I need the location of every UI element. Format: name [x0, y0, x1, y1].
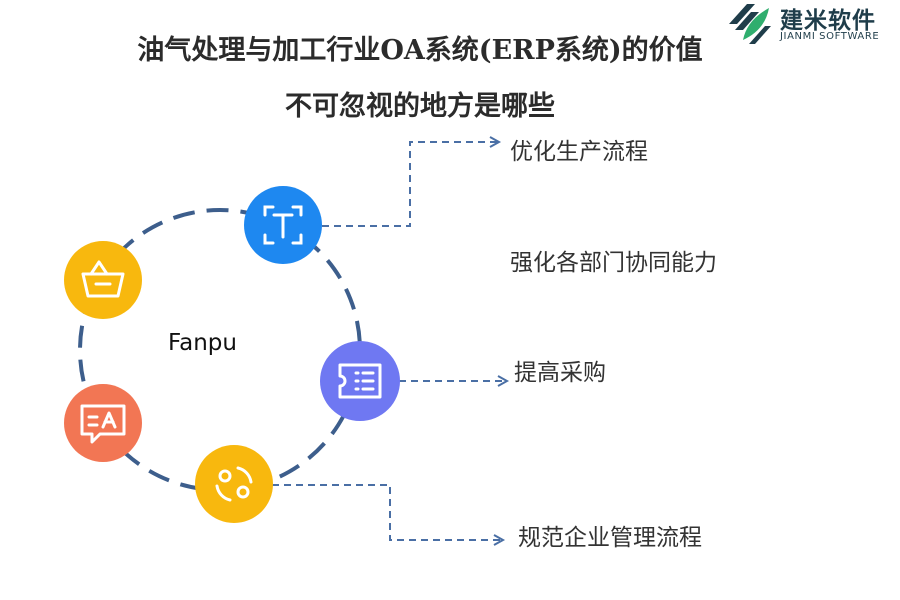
logo-name: 建米软件 — [780, 8, 876, 34]
basket-icon — [81, 260, 125, 298]
arrowhead-1 — [489, 136, 502, 148]
node-improve-purchasing — [320, 341, 400, 421]
value-label-improve-purchasing: 提高采购 — [514, 360, 606, 386]
page-title-line-2: 不可忽视的地方是哪些 — [285, 91, 555, 122]
node-basket — [64, 241, 142, 319]
value-label-standardize-management: 规范企业管理流程 — [518, 525, 702, 551]
cycle-arrows-icon — [215, 466, 253, 502]
value-label-strengthen-collaboration: 强化各部门协同能力 — [510, 250, 717, 276]
brand-logo: 建米软件 JIANMI SOFTWARE — [725, 0, 900, 50]
page-title-line-1: 油气处理与加工行业OA系统(ERP系统)的价值 — [137, 35, 703, 66]
connector-1 — [322, 141, 498, 227]
node-standardize-management — [195, 445, 273, 523]
arrowhead-4 — [493, 534, 506, 546]
center-label: Fanpu — [168, 330, 237, 356]
connector-4 — [272, 484, 502, 541]
translate-chat-icon — [80, 404, 126, 444]
node-optimize-production — [244, 186, 322, 264]
node-translate — [64, 384, 142, 462]
ticket-list-icon — [338, 363, 382, 399]
logo-subtitle: JIANMI SOFTWARE — [780, 31, 880, 42]
arrowhead-3 — [497, 375, 510, 387]
logo-mark-icon — [729, 4, 771, 44]
text-t-icon — [263, 205, 303, 245]
value-label-optimize-production: 优化生产流程 — [510, 139, 648, 165]
